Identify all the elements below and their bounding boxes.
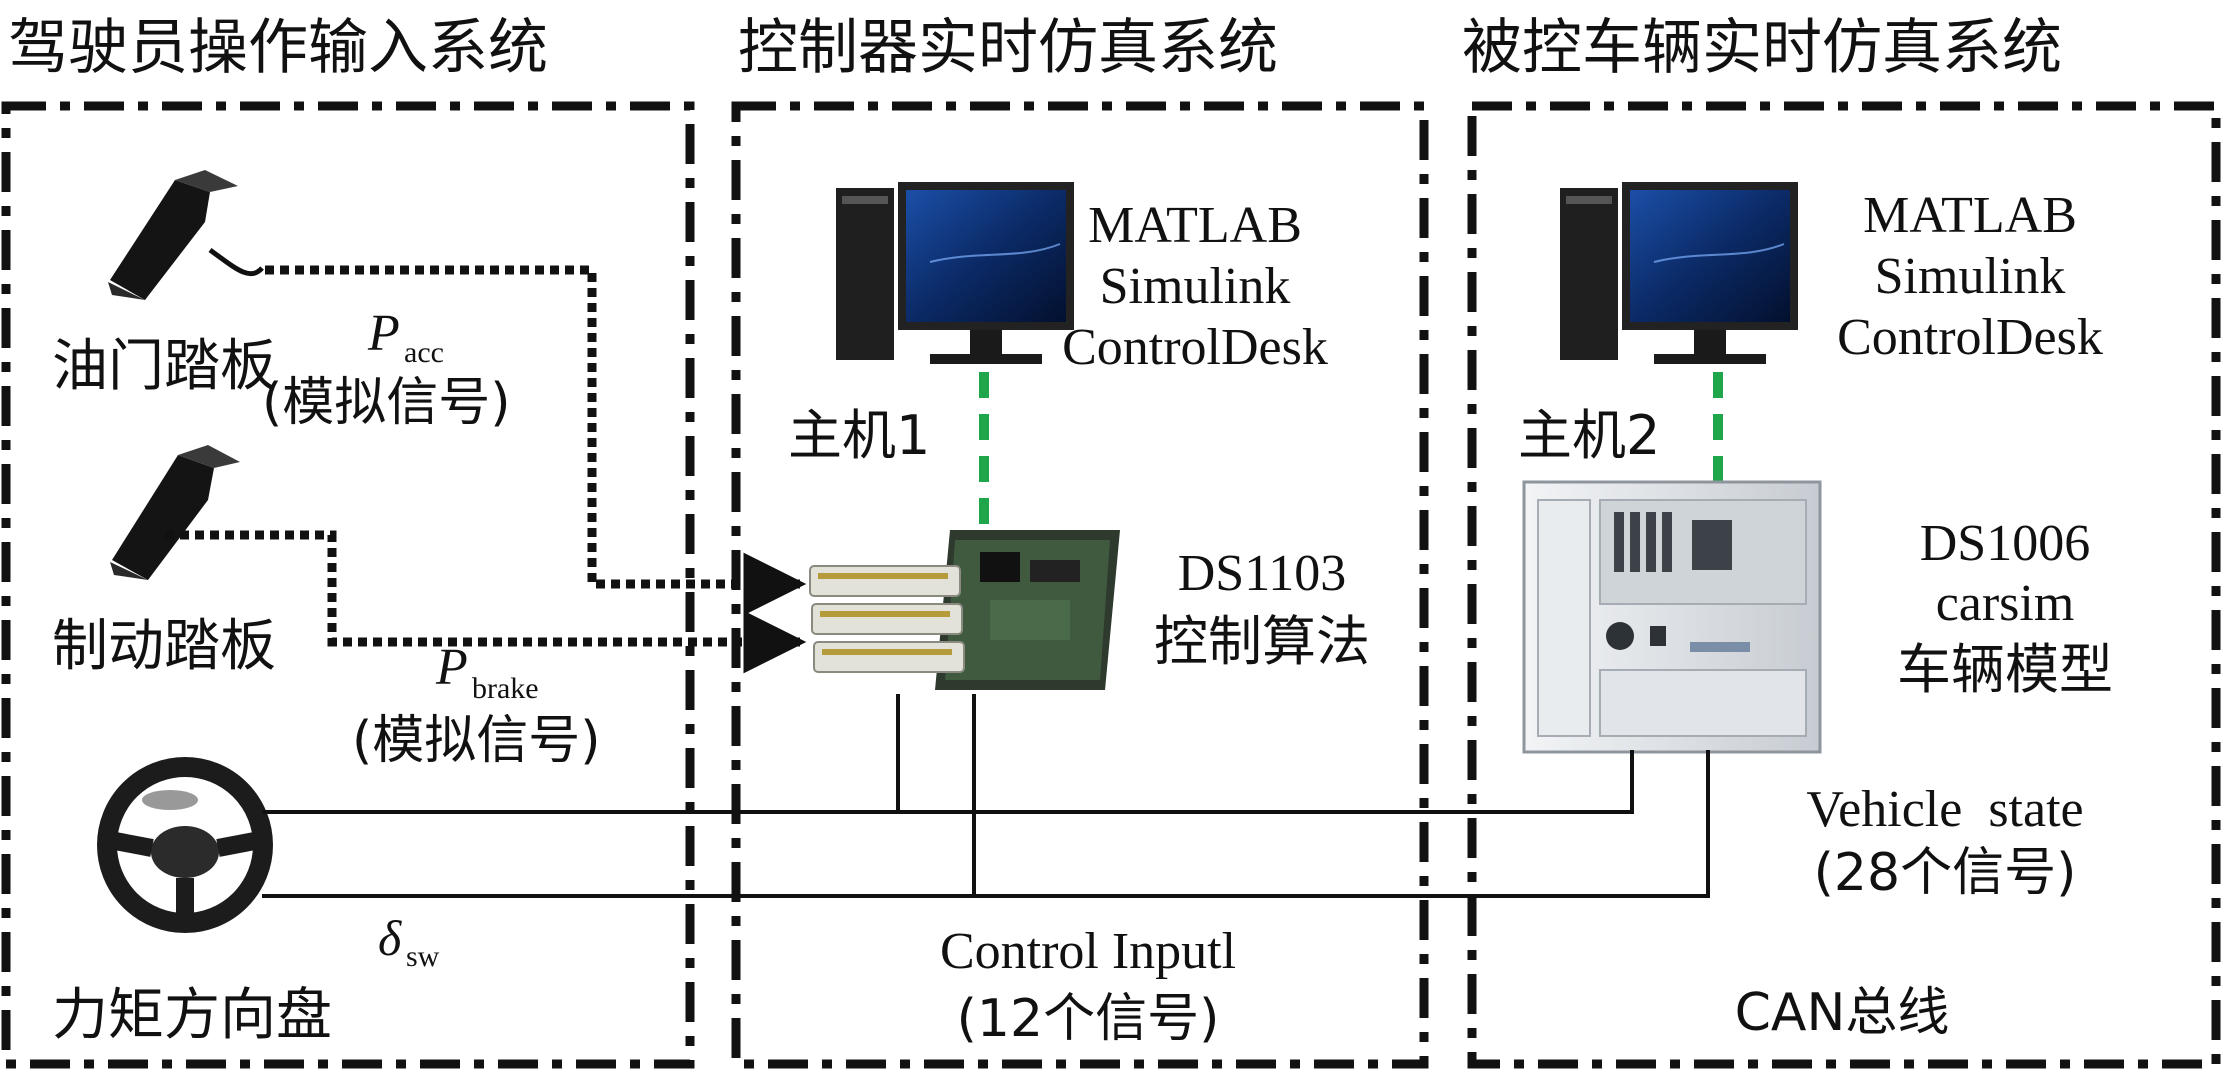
can-bus-lines [262,694,1710,898]
p-brake-symbol: P [435,639,468,696]
vehicle-frame [1467,101,2221,1069]
ds1006-cabinet-icon [1522,480,1822,754]
can-bus-line-upper [262,750,1634,814]
brake-pedal-icon [110,445,240,580]
host1-label: 主机1 [788,404,930,467]
vehicle-system-title: 被控车辆实时仿真系统 [1462,13,2062,83]
ds1103-description: 控制算法 [1154,610,1370,673]
host2-software-matlab: MATLAB [1863,187,2077,244]
accelerator-pedal-icon [108,170,264,300]
control-input-label: Control Inputl [940,923,1236,980]
accel-signal-line [265,265,807,616]
host1-software-controldesk: ControlDesk [1062,319,1328,376]
steering-wheel-label: 力矩方向盘 [52,983,332,1048]
vehicle-state-count: (28个信号) [1814,843,2077,903]
vehicle-state-label: Vehicle state [1806,781,2083,838]
p-brake-note: (模拟信号) [352,711,601,771]
host2-label: 主机2 [1518,404,1660,467]
delta-sw-subscript: sw [406,940,440,973]
ds1006-model: carsim [1936,575,2075,632]
host2-software-simulink: Simulink [1875,248,2066,305]
ds1103-name: DS1103 [1178,545,1347,602]
p-acc-symbol: P [367,305,400,362]
ds1006-name: DS1006 [1920,515,2090,572]
controller-system-title: 控制器实时仿真系统 [738,13,1278,83]
delta-sw-symbol: δ [378,910,402,966]
p-acc-subscript: acc [404,336,444,369]
brake-signal-line [165,530,807,674]
desktop-computer-icon [836,182,1074,364]
host1-software-matlab: MATLAB [1088,197,1302,254]
desktop-computer-icon [1560,182,1798,364]
host2-software-controldesk: ControlDesk [1837,309,2103,366]
steering-wheel-icon [97,757,273,933]
accelerator-pedal-label: 油门踏板 [52,334,276,399]
host1-software-simulink: Simulink [1100,258,1291,315]
p-brake-subscript: brake [472,672,539,705]
driver-system-title: 驾驶员操作输入系统 [8,13,548,83]
control-input-count: (12个信号) [957,989,1220,1049]
driver-frame [1,101,695,1069]
can-bus-label: CAN总线 [1735,983,1950,1043]
ds1103-board-icon [809,530,1120,690]
ds1006-description: 车辆模型 [1897,638,2113,701]
can-bus-line-lower [262,750,1710,898]
p-acc-note: (模拟信号) [262,373,511,433]
brake-pedal-label: 制动踏板 [52,614,276,679]
